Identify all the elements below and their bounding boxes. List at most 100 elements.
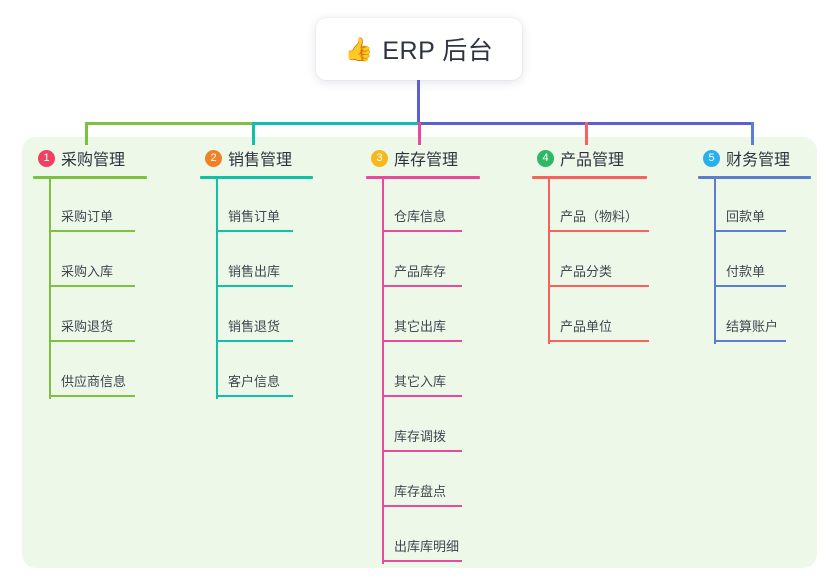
branch-item[interactable]: 付款单: [698, 234, 811, 289]
branch-item-rule: [714, 285, 786, 287]
segment-green: [85, 122, 253, 125]
branch-items: 回款单付款单结算账户: [698, 179, 811, 344]
branch-header-rule: [33, 176, 147, 179]
branch-spine: [382, 179, 384, 564]
branch-item-rule: [49, 230, 135, 232]
segment-teal: [253, 122, 419, 125]
branch-item-rule: [382, 505, 462, 507]
branch-items: 销售订单销售出库销售退货客户信息: [200, 179, 313, 399]
branch-item[interactable]: 供应商信息: [33, 344, 147, 399]
branch-title: 财务管理: [726, 152, 791, 169]
branch-item[interactable]: 库存盘点: [366, 454, 480, 509]
branch-header-rule: [532, 176, 647, 179]
branch-item-rule: [382, 230, 462, 232]
branch-item-label: 库存调拨: [394, 429, 447, 444]
branch-item-rule: [49, 395, 135, 397]
branch-item-rule: [216, 395, 293, 397]
branch-item-rule: [49, 285, 135, 287]
branch-item[interactable]: 产品分类: [532, 234, 649, 289]
branch-item-label: 仓库信息: [394, 209, 447, 224]
branch-item[interactable]: 产品库存: [366, 234, 480, 289]
branch-item-label: 库存盘点: [394, 484, 447, 499]
branch-item-label: 客户信息: [228, 374, 281, 389]
branch-item-rule: [216, 340, 293, 342]
branch-items: 产品（物料） 产品分类产品单位: [532, 179, 649, 344]
branches-panel: [22, 137, 817, 568]
branch-item[interactable]: 仓库信息: [366, 179, 480, 234]
branch-item[interactable]: 回款单: [698, 179, 811, 234]
branch-item-rule: [548, 285, 649, 287]
branch-header-4[interactable]: 4 产品管理: [532, 146, 647, 170]
branch-column-4: 4 产品管理产品（物料） 产品分类产品单位: [532, 146, 649, 344]
branch-item-rule: [216, 285, 293, 287]
branch-item-label: 回款单: [726, 209, 766, 224]
branch-item[interactable]: 销售退货: [200, 289, 313, 344]
branch-spine: [548, 179, 550, 344]
branch-number-badge: 4: [537, 149, 554, 167]
branch-item-label: 销售订单: [228, 209, 281, 224]
branch-item-label: 供应商信息: [61, 374, 127, 389]
branch-item[interactable]: 库存调拨: [366, 399, 480, 454]
branch-item-label: 销售退货: [228, 319, 281, 334]
branch-title: 销售管理: [228, 152, 293, 169]
branch-item-rule: [382, 340, 462, 342]
branch-item-rule: [548, 230, 649, 232]
branch-title: 采购管理: [61, 152, 126, 169]
branch-spine: [49, 179, 51, 399]
branch-item[interactable]: 销售出库: [200, 234, 313, 289]
branch-item[interactable]: 其它入库: [366, 344, 480, 399]
branch-items: 采购订单采购入库采购退货供应商信息: [33, 179, 147, 399]
branch-item[interactable]: 客户信息: [200, 344, 313, 399]
branch-item-label: 结算账户: [726, 319, 779, 334]
branch-item-label: 产品库存: [394, 264, 447, 279]
branch-title: 库存管理: [394, 152, 459, 169]
branch-item[interactable]: 采购入库: [33, 234, 147, 289]
branch-item-label: 其它入库: [394, 374, 447, 389]
root-title: ERP 后台: [382, 37, 494, 65]
branch-item-rule: [548, 340, 649, 342]
branch-title: 产品管理: [560, 152, 625, 169]
branch-item[interactable]: 结算账户: [698, 289, 811, 344]
branch-item-label: 采购退货: [61, 319, 114, 334]
drop-inventory: [418, 122, 421, 145]
branch-item-label: 产品单位: [560, 319, 613, 334]
branch-item-rule: [49, 340, 135, 342]
branch-item[interactable]: 销售订单: [200, 179, 313, 234]
branch-item-rule: [216, 230, 293, 232]
branch-item[interactable]: 采购订单: [33, 179, 147, 234]
branch-item-rule: [382, 285, 462, 287]
branch-item-label: 销售出库: [228, 264, 281, 279]
branch-item-label: 产品分类: [560, 264, 613, 279]
branch-number-badge: 3: [371, 149, 388, 167]
branch-items: 仓库信息产品库存其它出库其它入库库存调拨库存盘点出库库明细: [366, 179, 480, 564]
drop-finance: [751, 122, 754, 145]
branch-item[interactable]: 产品单位: [532, 289, 649, 344]
branch-item-label: 出库库明细: [394, 539, 460, 554]
branch-item-rule: [714, 230, 786, 232]
branch-item[interactable]: 出库库明细: [366, 509, 480, 564]
thumbs-up-icon: 👍: [344, 35, 374, 62]
root-node[interactable]: 👍 ERP 后台: [316, 18, 522, 80]
branch-column-3: 3 库存管理仓库信息产品库存其它出库其它入库库存调拨库存盘点出库库明细: [366, 146, 480, 564]
branch-item-label: 采购入库: [61, 264, 114, 279]
branch-item-rule: [382, 450, 462, 452]
drop-purchase: [85, 122, 88, 145]
branch-spine: [216, 179, 218, 399]
branch-item-rule: [382, 395, 462, 397]
branch-item-label: 产品（物料）: [560, 209, 639, 224]
drop-sales: [252, 122, 255, 145]
branch-item[interactable]: 产品（物料）: [532, 179, 649, 234]
branch-item-label: 采购订单: [61, 209, 114, 224]
branch-header-3[interactable]: 3 库存管理: [366, 146, 480, 170]
branch-item[interactable]: 其它出库: [366, 289, 480, 344]
branch-spine: [714, 179, 716, 344]
branch-item[interactable]: 采购退货: [33, 289, 147, 344]
branch-header-rule: [698, 176, 811, 179]
